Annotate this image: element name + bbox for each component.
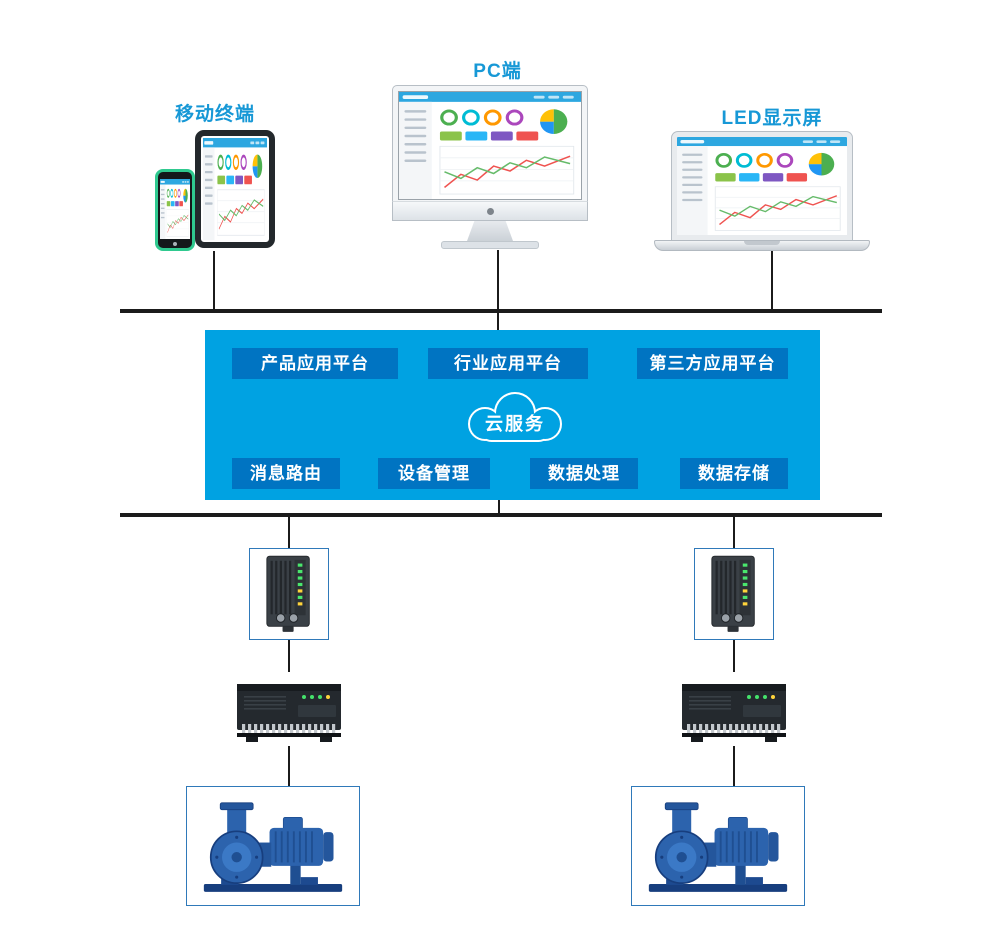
app-button-industry: 行业应用平台 bbox=[428, 348, 588, 379]
pc-terminal-label: PC端 bbox=[473, 61, 522, 82]
phone-dashboard-screen bbox=[160, 179, 190, 239]
connector-led bbox=[771, 251, 773, 311]
connector-platform bbox=[498, 500, 500, 513]
pump-box-left bbox=[186, 786, 360, 906]
cloud-icon bbox=[468, 392, 562, 442]
service-button-data-processing: 数据处理 bbox=[530, 458, 638, 489]
app-button-product: 产品应用平台 bbox=[232, 348, 398, 379]
gateway-box-left bbox=[249, 548, 329, 640]
led-display-image bbox=[654, 132, 870, 251]
service-button-data-storage: 数据存储 bbox=[680, 458, 788, 489]
cloud-service-label: 云服务 bbox=[485, 414, 545, 434]
imac-base bbox=[441, 241, 539, 249]
connector-mobile bbox=[213, 251, 215, 311]
cloud-service: 云服务 bbox=[453, 386, 577, 448]
pump-box-right bbox=[631, 786, 805, 906]
app-button-thirdparty: 第三方应用平台 bbox=[637, 348, 788, 379]
plc-controller-left bbox=[234, 672, 344, 746]
iot-gateway-image bbox=[253, 552, 325, 636]
connector-pump-right bbox=[733, 746, 735, 786]
imac-chin bbox=[392, 201, 588, 221]
led-display-label: LED显示屏 bbox=[721, 108, 823, 129]
laptop-base bbox=[654, 240, 870, 251]
centrifugal-pump-image bbox=[642, 795, 794, 897]
service-button-message-routing: 消息路由 bbox=[232, 458, 340, 489]
top-bus-line bbox=[120, 309, 882, 313]
phone-image bbox=[155, 169, 195, 251]
cloud-platform-panel: 产品应用平台 行业应用平台 第三方应用平台 云服务 消息路由 bbox=[205, 330, 820, 500]
imac-stand bbox=[467, 221, 513, 241]
mobile-devices-image bbox=[155, 130, 275, 251]
connector-pc bbox=[497, 250, 499, 330]
plc-controller-image bbox=[234, 672, 344, 746]
centrifugal-pump-image bbox=[197, 795, 349, 897]
connector-gateway-left bbox=[288, 517, 290, 548]
connector-plc-right bbox=[733, 640, 735, 672]
gateway-box-right bbox=[694, 548, 774, 640]
mobile-terminal-label: 移动终端 bbox=[174, 104, 255, 125]
service-button-device-management: 设备管理 bbox=[378, 458, 490, 489]
plc-controller-image bbox=[679, 672, 789, 746]
plc-controller-right bbox=[679, 672, 789, 746]
connector-gateway-right bbox=[733, 517, 735, 548]
led-dashboard-screen bbox=[672, 132, 852, 240]
connector-pump-left bbox=[288, 746, 290, 786]
iot-gateway-image bbox=[698, 552, 770, 636]
bottom-bus-line bbox=[120, 513, 882, 517]
pc-dashboard-screen bbox=[392, 85, 588, 201]
tablet-image bbox=[195, 130, 275, 248]
pc-monitor-image bbox=[392, 85, 588, 249]
apple-logo-icon bbox=[486, 208, 494, 215]
connector-plc-left bbox=[288, 640, 290, 672]
tablet-dashboard-screen bbox=[203, 138, 267, 240]
